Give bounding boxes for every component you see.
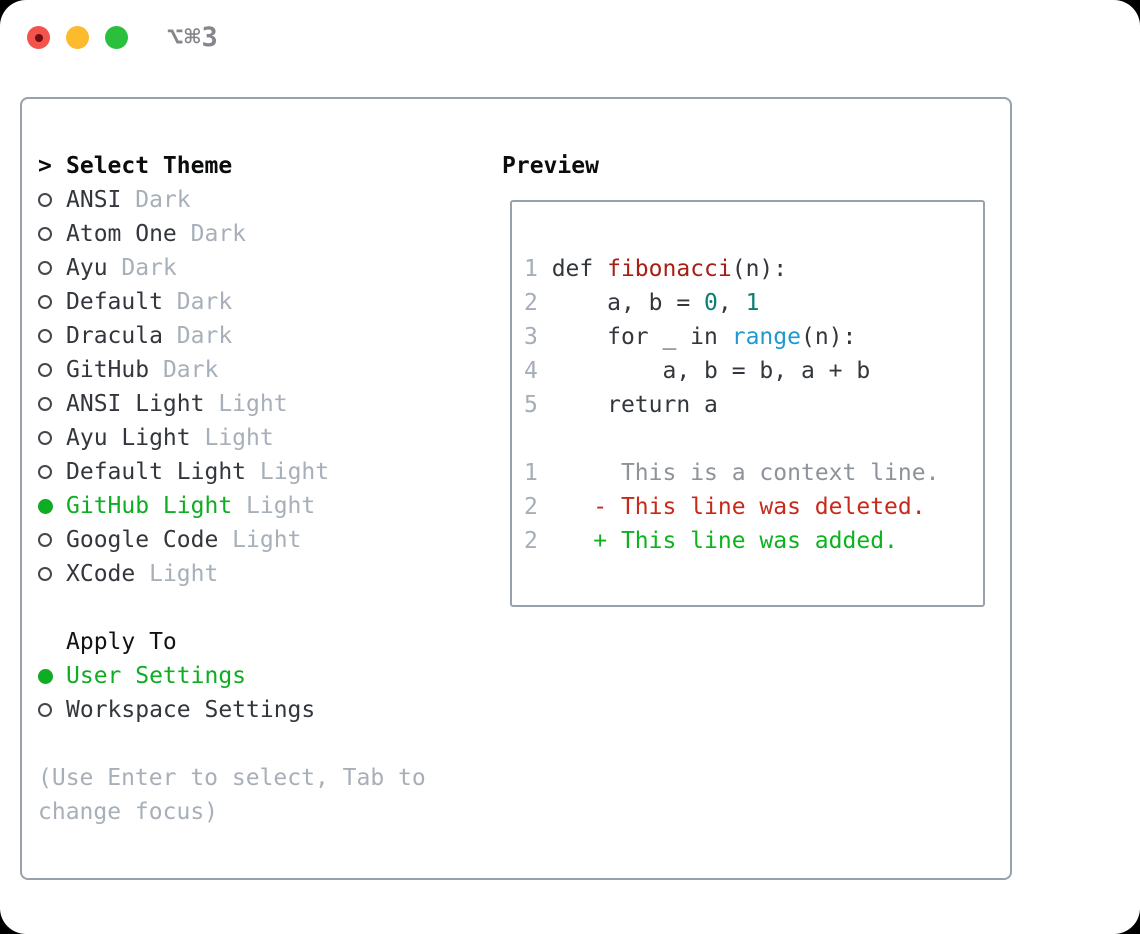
preview-code: 1 def fibonacci(n): 2 a, b = 0, 1 3 for _ … xyxy=(524,252,983,558)
theme-variant-label: Dark xyxy=(176,289,233,315)
theme-option-github[interactable]: GitHub Dark xyxy=(38,353,329,387)
window-title: ⌥⌘3 xyxy=(167,22,219,53)
radio-selected-icon xyxy=(38,659,66,693)
radio-icon xyxy=(38,183,66,217)
radio-icon xyxy=(38,251,66,285)
preview-box: 1 def fibonacci(n): 2 a, b = 0, 1 3 for _ … xyxy=(510,200,985,607)
code-line-5: 5 return a xyxy=(524,392,718,418)
radio-icon xyxy=(38,217,66,251)
option-label: Workspace Settings xyxy=(66,697,316,723)
theme-variant-label: Light xyxy=(246,493,316,519)
theme-option-ansi-light[interactable]: ANSI Light Light xyxy=(38,387,329,421)
radio-selected-icon xyxy=(38,489,66,523)
option-label: Ayu Dark xyxy=(66,255,177,281)
theme-option-google-code[interactable]: Google Code Light xyxy=(38,523,329,557)
theme-option-ayu-light[interactable]: Ayu Light Light xyxy=(38,421,329,455)
close-dot-icon xyxy=(34,33,43,42)
radio-icon xyxy=(38,455,66,489)
option-label: ANSI Dark xyxy=(66,187,191,213)
option-label: User Settings xyxy=(66,663,247,689)
code-line-3: 3 for _ in range(n): xyxy=(524,324,857,350)
option-label: GitHub Light Light xyxy=(66,493,316,519)
close-button[interactable] xyxy=(27,26,50,49)
theme-option-atom-one[interactable]: Atom One Dark xyxy=(38,217,329,251)
help-line: change focus) xyxy=(38,799,219,825)
theme-variant-label: Light xyxy=(204,425,274,451)
theme-variant-label: Dark xyxy=(121,255,177,281)
apply-option-workspace-settings[interactable]: Workspace Settings xyxy=(38,693,315,727)
theme-variant-label: Dark xyxy=(176,323,233,349)
theme-variant-label: Light xyxy=(259,459,330,485)
diff-line-deleted: 2 - This line was deleted. xyxy=(524,494,926,520)
radio-icon xyxy=(38,353,66,387)
apply-to-indent xyxy=(38,625,66,659)
option-label: Google Code Light xyxy=(66,527,302,553)
select-theme-header: > Select Theme xyxy=(38,149,329,183)
help-line: (Use Enter to select, Tab to xyxy=(38,765,426,791)
radio-icon xyxy=(38,421,66,455)
zoom-button[interactable] xyxy=(105,26,128,49)
radio-icon xyxy=(38,387,66,421)
diff-line-context: 1 This is a context line. xyxy=(524,460,940,486)
code-line-4: 4 a, b = b, a + b xyxy=(524,358,871,384)
radio-icon xyxy=(38,285,66,319)
option-label: Atom One Dark xyxy=(66,221,247,247)
theme-option-github-light[interactable]: GitHub Light Light xyxy=(38,489,329,523)
apply-to-header: Apply To xyxy=(38,625,315,659)
theme-variant-label: Light xyxy=(149,561,219,587)
help-text: (Use Enter to select, Tab to change focus… xyxy=(38,761,426,829)
radio-icon xyxy=(38,557,66,591)
theme-option-default[interactable]: Default Dark xyxy=(38,285,329,319)
theme-option-xcode[interactable]: XCode Light xyxy=(38,557,329,591)
option-label: ANSI Light Light xyxy=(66,391,288,417)
option-label: Dracula Dark xyxy=(66,323,233,349)
minimize-button[interactable] xyxy=(66,26,89,49)
radio-icon xyxy=(38,523,66,557)
apply-to-label: Apply To xyxy=(66,629,177,655)
theme-option-ansi[interactable]: ANSI Dark xyxy=(38,183,329,217)
theme-option-default-light[interactable]: Default Light Light xyxy=(38,455,329,489)
option-label: XCode Light xyxy=(66,561,219,587)
theme-variant-label: Light xyxy=(218,391,288,417)
option-label: Ayu Light Light xyxy=(66,425,274,451)
radio-icon xyxy=(38,693,66,727)
option-label: Default Dark xyxy=(66,289,233,315)
select-theme-label: Select Theme xyxy=(66,153,233,179)
diff-line-added: 2 + This line was added. xyxy=(524,528,898,554)
option-label: GitHub Dark xyxy=(66,357,219,383)
prompt-icon: > xyxy=(38,153,52,179)
theme-option-dracula[interactable]: Dracula Dark xyxy=(38,319,329,353)
theme-variant-label: Dark xyxy=(135,187,191,213)
blank-line xyxy=(524,422,983,456)
code-line-1: 1 def fibonacci(n): xyxy=(524,256,788,282)
option-label: Default Light Light xyxy=(66,459,330,485)
theme-variant-label: Dark xyxy=(190,221,247,247)
apply-option-user-settings[interactable]: User Settings xyxy=(38,659,315,693)
preview-label: Preview xyxy=(502,153,599,179)
theme-variant-label: Light xyxy=(232,527,302,553)
theme-variant-label: Dark xyxy=(162,357,219,383)
radio-icon xyxy=(38,319,66,353)
code-line-2: 2 a, b = 0, 1 xyxy=(524,290,760,316)
theme-option-ayu[interactable]: Ayu Dark xyxy=(38,251,329,285)
